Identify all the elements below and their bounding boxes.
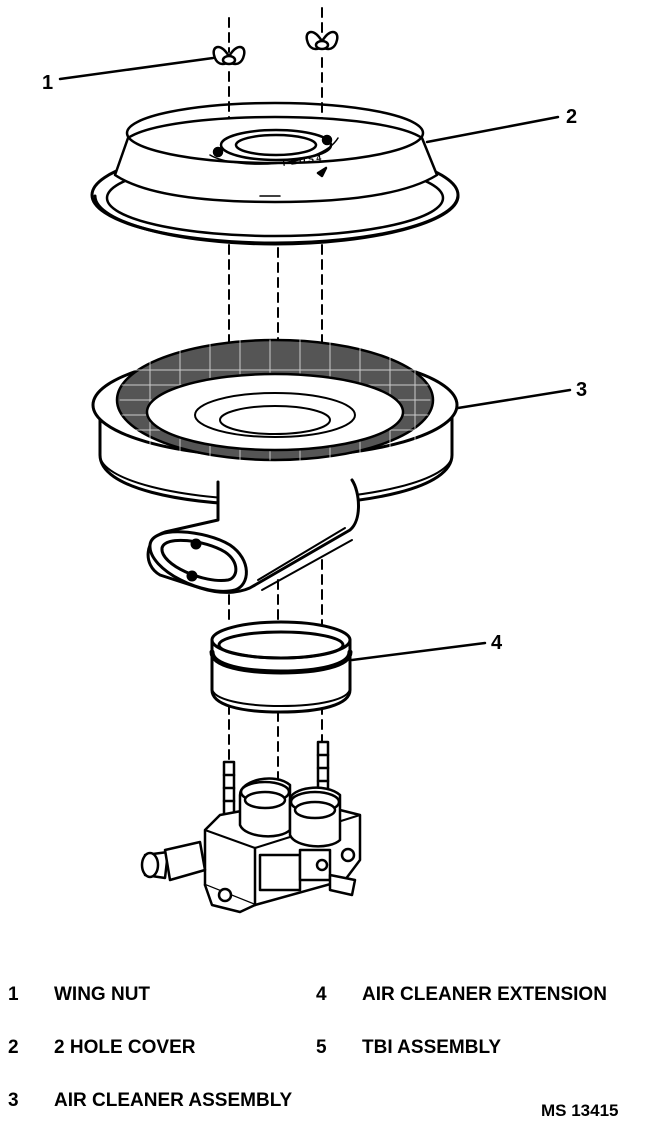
wing-nut-left <box>212 45 246 66</box>
callout-4: 4 <box>491 632 503 654</box>
figure-reference-number: MS 13415 <box>541 1101 619 1120</box>
exploded-view-diagram: F E D S 4 <box>58 7 572 914</box>
callout-1: 1 <box>42 72 54 94</box>
air-cleaner-assembly <box>91 338 459 594</box>
callout-2: 2 <box>566 106 578 128</box>
air-cleaner-cover <box>90 101 460 246</box>
callout-3: 3 <box>576 379 588 401</box>
legend-label-5: TBI ASSEMBLY <box>362 1037 502 1058</box>
legend-number-5: 5 <box>316 1037 327 1058</box>
legend-label-2: 2 HOLE COVER <box>54 1037 196 1058</box>
legend-number-2: 2 <box>8 1037 19 1058</box>
air-cleaner-extension <box>209 620 353 714</box>
wing-nut-right <box>305 30 339 51</box>
leader-lines <box>58 56 572 662</box>
legend-label-1: WING NUT <box>54 984 151 1005</box>
legend-number-3: 3 <box>8 1090 19 1111</box>
tbi-assembly <box>140 740 362 914</box>
legend-number-1: 1 <box>8 984 19 1005</box>
legend-label-4: AIR CLEANER EXTENSION <box>362 984 607 1005</box>
legend-label-3: AIR CLEANER ASSEMBLY <box>54 1090 293 1111</box>
legend-number-4: 4 <box>316 984 327 1005</box>
